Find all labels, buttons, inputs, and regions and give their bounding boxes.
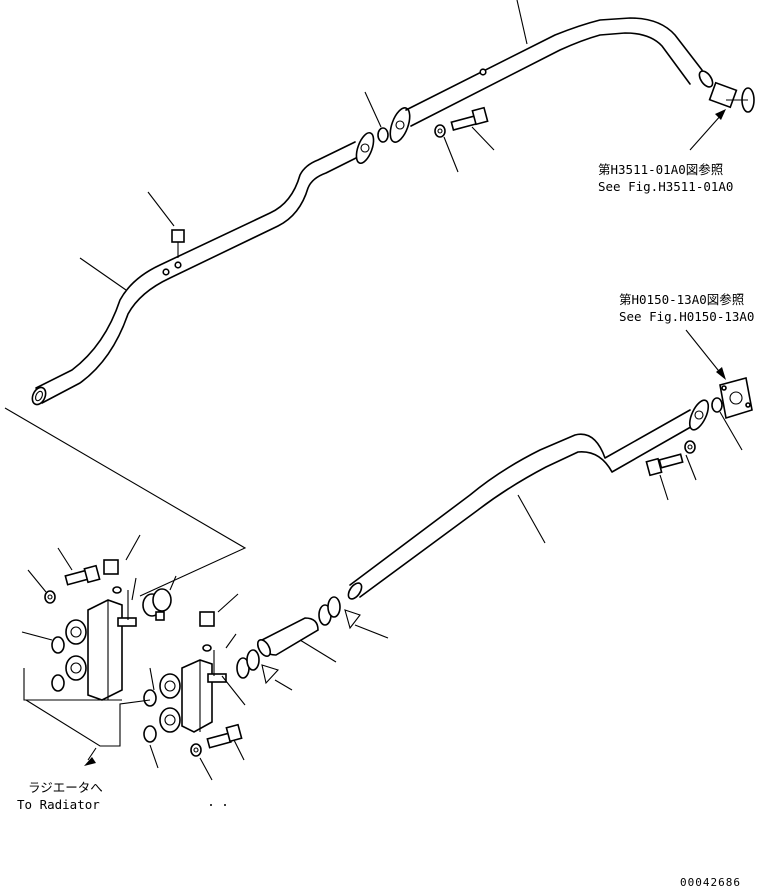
lower-bolt-set: [645, 440, 697, 501]
hose-clamp-lower: [236, 649, 293, 691]
lower-tube: [347, 399, 710, 600]
upper-tube: [31, 131, 375, 406]
flange-block: [719, 377, 753, 420]
reference-en-1: See Fig.H3511-01A0: [598, 179, 734, 194]
left-manifold: [51, 559, 137, 701]
o-ring: [377, 127, 389, 143]
reference-en-2: See Fig.H0150-13A0: [619, 309, 755, 324]
drawing-number: 00042686: [680, 876, 741, 889]
radiator-label-en: To Radiator: [17, 797, 100, 812]
group-lines: [4, 407, 247, 761]
radiator-label-jp: ラジエータへ: [28, 780, 103, 795]
bleed-bolt: [147, 191, 185, 258]
hose: [256, 617, 337, 663]
hose-clamp-upper: [318, 596, 389, 639]
radiator-arrow: [84, 757, 96, 766]
reference-jp-2: 第H0150-13A0図参照: [619, 292, 745, 307]
top-tube: [389, 17, 755, 143]
clamp-left: [142, 575, 177, 621]
reference-jp-1: 第H3511-01A0図参照: [598, 162, 724, 177]
right-manifold: [143, 611, 227, 743]
top-bolt-set: [434, 106, 495, 173]
